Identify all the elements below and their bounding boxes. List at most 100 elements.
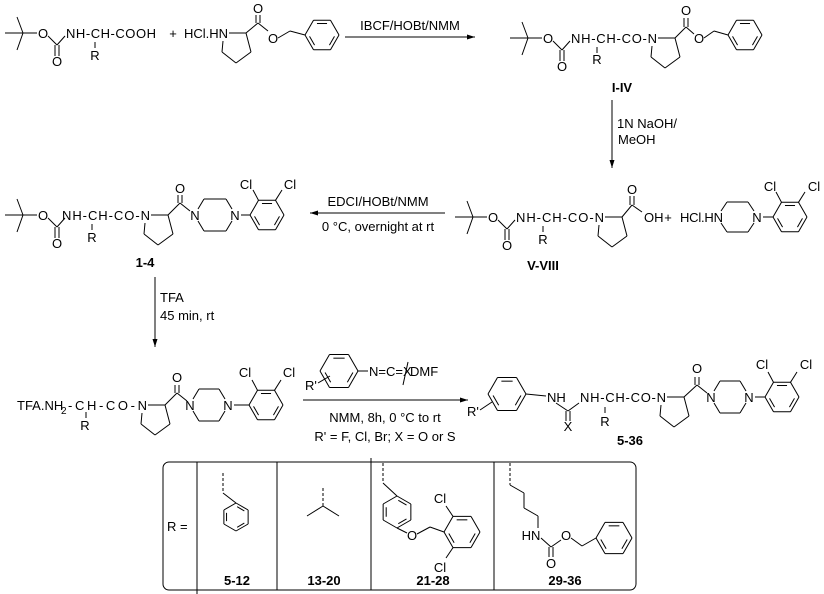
ring-bond bbox=[218, 410, 226, 422]
ring-bond bbox=[274, 390, 284, 406]
aromatic-inner-bond bbox=[328, 36, 335, 46]
salt-text: HCl.HN bbox=[184, 26, 228, 41]
ring-bond bbox=[621, 216, 628, 237]
ring-bond bbox=[747, 201, 755, 212]
ring-bond bbox=[319, 354, 330, 372]
bond bbox=[322, 505, 340, 517]
ring-bond bbox=[167, 214, 174, 235]
ring-bond bbox=[516, 393, 527, 411]
bond bbox=[509, 484, 525, 494]
bond bbox=[164, 392, 178, 406]
atom-cl: Cl bbox=[808, 179, 820, 194]
bond bbox=[396, 527, 408, 534]
ring-bond bbox=[143, 222, 146, 235]
bond bbox=[47, 217, 58, 228]
ring-bond bbox=[772, 216, 782, 232]
arrowhead-icon bbox=[467, 34, 475, 40]
chain-text: -CH-CO-N bbox=[68, 398, 147, 413]
aromatic-inner-bond bbox=[398, 499, 407, 506]
ring-bond bbox=[140, 423, 156, 436]
arrowhead-icon bbox=[460, 397, 468, 403]
ring-bond bbox=[764, 382, 774, 398]
bond bbox=[56, 35, 66, 46]
tbutyl-bond bbox=[521, 37, 529, 56]
aromatic-inner-bond bbox=[492, 395, 500, 406]
ring-bond bbox=[143, 233, 159, 246]
bond bbox=[581, 537, 597, 547]
arrowhead-icon bbox=[152, 339, 158, 347]
atom-n: N bbox=[744, 390, 753, 405]
ring-bond bbox=[487, 377, 498, 395]
ring-bond bbox=[739, 380, 747, 392]
bond bbox=[523, 507, 539, 517]
atom-cl: Cl bbox=[434, 560, 446, 575]
chain-text: NH-CH-CO-N bbox=[516, 210, 604, 225]
ring-bond bbox=[595, 522, 606, 539]
atom-r: R bbox=[592, 52, 601, 67]
aromatic-inner-bond bbox=[732, 36, 739, 46]
ring-bond bbox=[772, 202, 782, 218]
ring-bond bbox=[659, 415, 675, 428]
proline-benzyl-ester-salt: HCl.HN O O bbox=[184, 1, 278, 46]
bond bbox=[47, 35, 58, 46]
ring-bond bbox=[611, 235, 628, 248]
ring-bond bbox=[674, 37, 681, 58]
bond bbox=[561, 40, 571, 51]
compound-label: 5-36 bbox=[617, 433, 643, 448]
ring-bond bbox=[274, 404, 284, 420]
bond bbox=[696, 384, 708, 394]
ring-bond bbox=[683, 396, 690, 417]
step1-reagents: IBCF/HOBt/NMM bbox=[360, 18, 460, 33]
atom-cl: Cl bbox=[434, 491, 446, 506]
tbutyl-bond bbox=[521, 21, 529, 39]
ring-bond bbox=[382, 519, 398, 529]
ring-bond bbox=[487, 393, 498, 411]
atom-hn: HN bbox=[522, 528, 541, 543]
atom-n: N bbox=[223, 398, 232, 413]
bond bbox=[257, 22, 269, 32]
bond bbox=[567, 402, 580, 412]
bond bbox=[555, 402, 569, 412]
chain-text: NH-CH-CO-N bbox=[62, 208, 150, 223]
atom-nh: NH bbox=[547, 390, 566, 405]
salt-text: HCl.HN bbox=[680, 210, 723, 225]
ring-bond bbox=[140, 412, 143, 425]
aromatic-inner-bond bbox=[236, 506, 245, 512]
chain-text: NH-CH-CO-N bbox=[580, 390, 666, 405]
atom-cl: Cl bbox=[284, 177, 296, 192]
step5-line2: R' = F, Cl, Br; X = O or S bbox=[314, 429, 456, 444]
ring-bond bbox=[304, 20, 314, 36]
bond bbox=[703, 30, 715, 39]
compound-5-36: R' NH X NH-CH-CO-N R O N N Cl Cl 5-36 bbox=[467, 357, 812, 448]
atom-o: O bbox=[561, 528, 571, 543]
atom-r: R bbox=[80, 418, 89, 433]
atom-r: R bbox=[538, 232, 547, 247]
dichlorophenylpiperazine-salt: HCl.HN N Cl Cl bbox=[680, 179, 820, 225]
ring-bond bbox=[664, 56, 681, 69]
ring-bond bbox=[330, 20, 340, 36]
atom-o: O bbox=[557, 59, 567, 74]
ring-bond bbox=[157, 233, 174, 246]
ring-bond bbox=[249, 214, 259, 230]
atom-r-prime: R' bbox=[467, 404, 479, 419]
bond bbox=[416, 526, 431, 535]
atom-n: N bbox=[230, 208, 239, 223]
ring-bond bbox=[597, 224, 600, 237]
aromatic-inner-bond bbox=[514, 395, 522, 406]
aromatic-inner-bond bbox=[272, 406, 279, 416]
bond bbox=[525, 393, 547, 397]
arrowhead-icon bbox=[310, 210, 318, 216]
atom-r: R bbox=[90, 48, 99, 63]
atom-o: O bbox=[407, 528, 417, 543]
aromatic-inner-bond bbox=[254, 216, 261, 226]
plus-sign: + bbox=[664, 210, 672, 225]
atom-o: O bbox=[543, 31, 553, 46]
bond bbox=[429, 526, 445, 533]
bond bbox=[570, 537, 583, 547]
ring-bond bbox=[622, 522, 633, 539]
bond bbox=[479, 401, 493, 411]
bond bbox=[631, 204, 643, 213]
ring-bond bbox=[622, 537, 633, 554]
bond bbox=[179, 202, 191, 212]
bond bbox=[497, 219, 508, 230]
